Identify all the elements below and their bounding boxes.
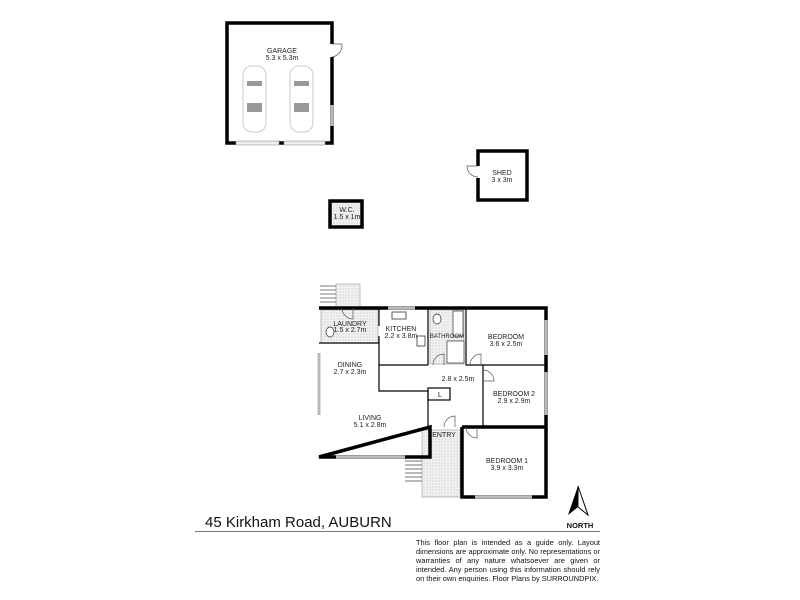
kitchen-sink-icon — [391, 311, 407, 320]
rear-steps — [320, 285, 336, 303]
living-name: LIVING — [359, 415, 382, 422]
bedroom2-size: 2.9 x 2.9m — [498, 398, 531, 405]
garage-name: GARAGE — [267, 48, 297, 55]
bedroom-size: 3.6 x 2.5m — [490, 341, 523, 348]
shed: SHED 3 x 3m — [466, 149, 529, 202]
front-steps — [405, 460, 422, 482]
kitchen-size: 2.2 x 3.8m — [385, 333, 418, 340]
wc: W.C. 1.5 x 1m — [328, 199, 364, 229]
entry-porch — [421, 429, 461, 498]
bedroom2-name: BEDROOM 2 — [493, 391, 535, 398]
hall-size: 2.8 x 2.5m — [442, 376, 475, 383]
kitchen-name: KITCHEN — [386, 326, 417, 333]
garage-side-door — [331, 43, 343, 58]
house: LAUNDRY 1.5 x 2.7m KITCHEN 2.2 x 3.8m BA… — [317, 283, 548, 499]
linen-cupboard — [427, 387, 451, 401]
linen-name: L — [438, 392, 442, 399]
bedroom1-size: 3.9 x 3.3m — [491, 465, 524, 472]
north-arrow-icon — [568, 485, 590, 517]
laundry-size: 1.5 x 2.7m — [334, 327, 367, 334]
bath-icon — [452, 310, 464, 337]
north-label: NORTH — [566, 521, 594, 530]
living-size: 5.1 x 2.8m — [354, 422, 387, 429]
garage-door — [235, 140, 280, 146]
bathroom-name: BATHROOM — [430, 334, 464, 340]
laundry-name: LAUNDRY — [333, 321, 367, 328]
toilet-icon — [432, 313, 442, 325]
dining-size: 2.7 x 2.3m — [334, 369, 367, 376]
entry-name: ENTRY — [432, 432, 456, 439]
disclaimer: This floor plan is intended as a guide o… — [416, 538, 600, 583]
garage-size: 5.3 x 5.3m — [266, 55, 299, 62]
shed-size: 3 x 3m — [491, 177, 512, 184]
bedroom-name: BEDROOM — [488, 334, 524, 341]
shed-name: SHED — [492, 170, 511, 177]
garage-door — [283, 140, 326, 146]
shower-icon — [446, 340, 465, 364]
wc-size: 1.5 x 1m — [334, 214, 361, 221]
property-address: 45 Kirkham Road, AUBURN — [205, 514, 392, 531]
wc-name: W.C. — [339, 207, 354, 214]
stove-icon — [416, 335, 426, 347]
shed-door — [466, 165, 479, 178]
toilet-icon — [325, 326, 335, 338]
bedroom1-name: BEDROOM 1 — [486, 458, 528, 465]
dining-name: DINING — [338, 362, 363, 369]
car-icon — [289, 65, 314, 133]
car-icon — [242, 65, 267, 133]
laundry-floor — [320, 309, 379, 344]
garage: GARAGE 5.3 x 5.3m — [225, 21, 343, 146]
divider — [195, 531, 600, 532]
rear-landing — [335, 283, 361, 309]
